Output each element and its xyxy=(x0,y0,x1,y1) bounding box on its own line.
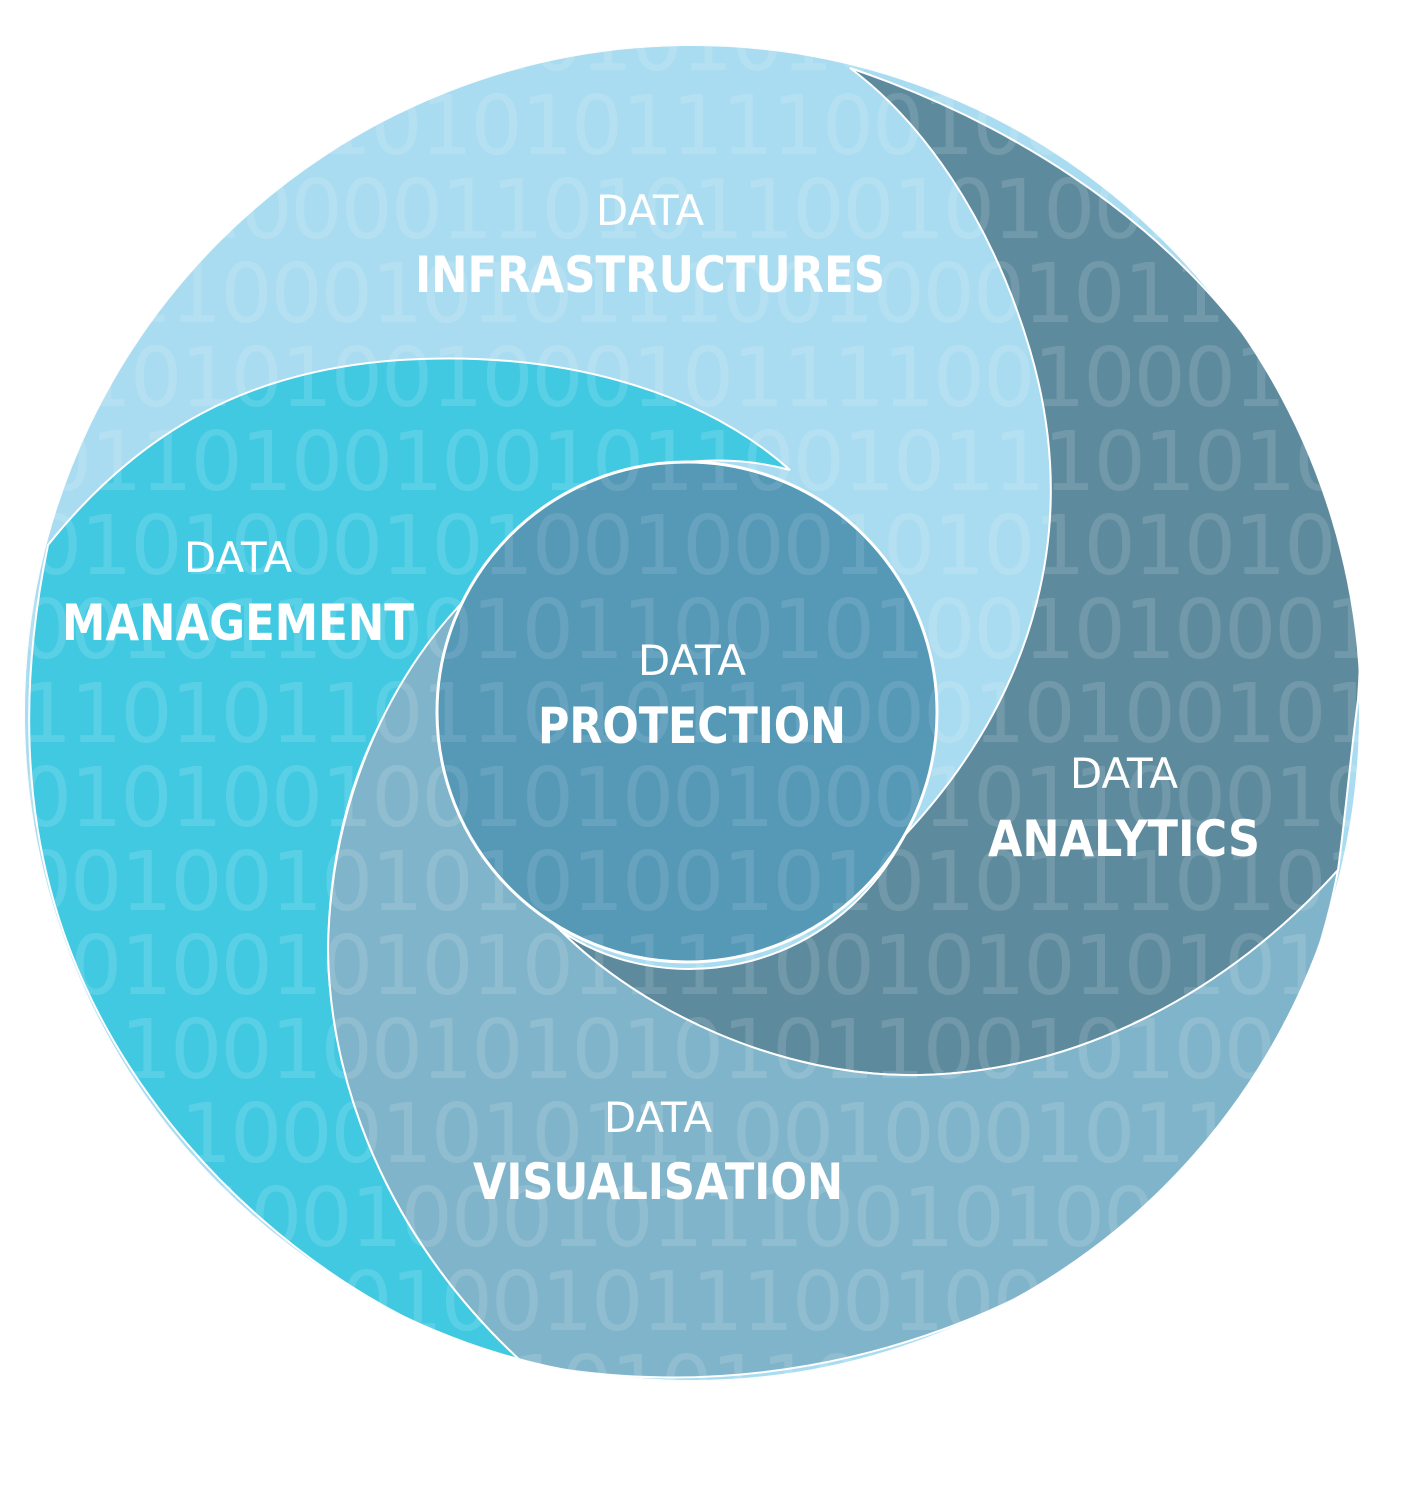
binary-row-inner: 11010110110101110001010010101110101001 xyxy=(20,667,1420,762)
label-protection: DATA PROTECTION xyxy=(538,636,846,755)
label-analytics: DATA ANALYTICS xyxy=(988,749,1260,868)
label-management-title: MANAGEMENT xyxy=(62,594,414,652)
binary-row: 010101100101100 xyxy=(460,1339,1213,1434)
binary-row: 0100001101011001010010000 xyxy=(140,163,1394,258)
label-infrastructures-title: INFRASTRUCTURES xyxy=(415,246,885,304)
label-protection-prefix: DATA xyxy=(638,636,746,685)
label-management-prefix: DATA xyxy=(184,533,292,582)
binary-row: 1001001011100100011010010 xyxy=(240,1255,1420,1350)
binary-row: 1100010101110010001011000101010 xyxy=(120,247,1420,342)
binary-row-inner: 01010010010100100010110001010100101001 xyxy=(20,751,1420,846)
label-visualisation: DATA VISUALISATION xyxy=(473,1093,843,1211)
binary-row-inner: 001011000101100101001010001010110 xyxy=(20,583,1420,678)
binary-row: 1001001010101011001010010100001011 xyxy=(120,1003,1420,1098)
label-infrastructures: DATA INFRASTRUCTURES xyxy=(415,186,885,304)
label-analytics-title: ANALYTICS xyxy=(988,810,1260,868)
binary-row: 1010101010010001010100 xyxy=(380,0,1420,90)
binary-row: 1010100100010111100100010101001000101 xyxy=(80,331,1420,426)
segment-protection xyxy=(435,460,939,964)
binary-row: 0101010111100100010101001 xyxy=(270,79,1420,174)
label-management: DATA MANAGEMENT xyxy=(62,533,414,652)
binary-row: 1000101011100100010110001010 xyxy=(180,1087,1420,1182)
binary-inner-background: 0110100100101100101110101001001010101010… xyxy=(20,464,1420,960)
label-visualisation-prefix: DATA xyxy=(604,1093,712,1142)
label-visualisation-title: VISUALISATION xyxy=(473,1153,843,1211)
label-infrastructures-prefix: DATA xyxy=(596,186,704,235)
label-protection-title: PROTECTION xyxy=(538,697,846,755)
label-analytics-prefix: DATA xyxy=(1070,749,1178,798)
